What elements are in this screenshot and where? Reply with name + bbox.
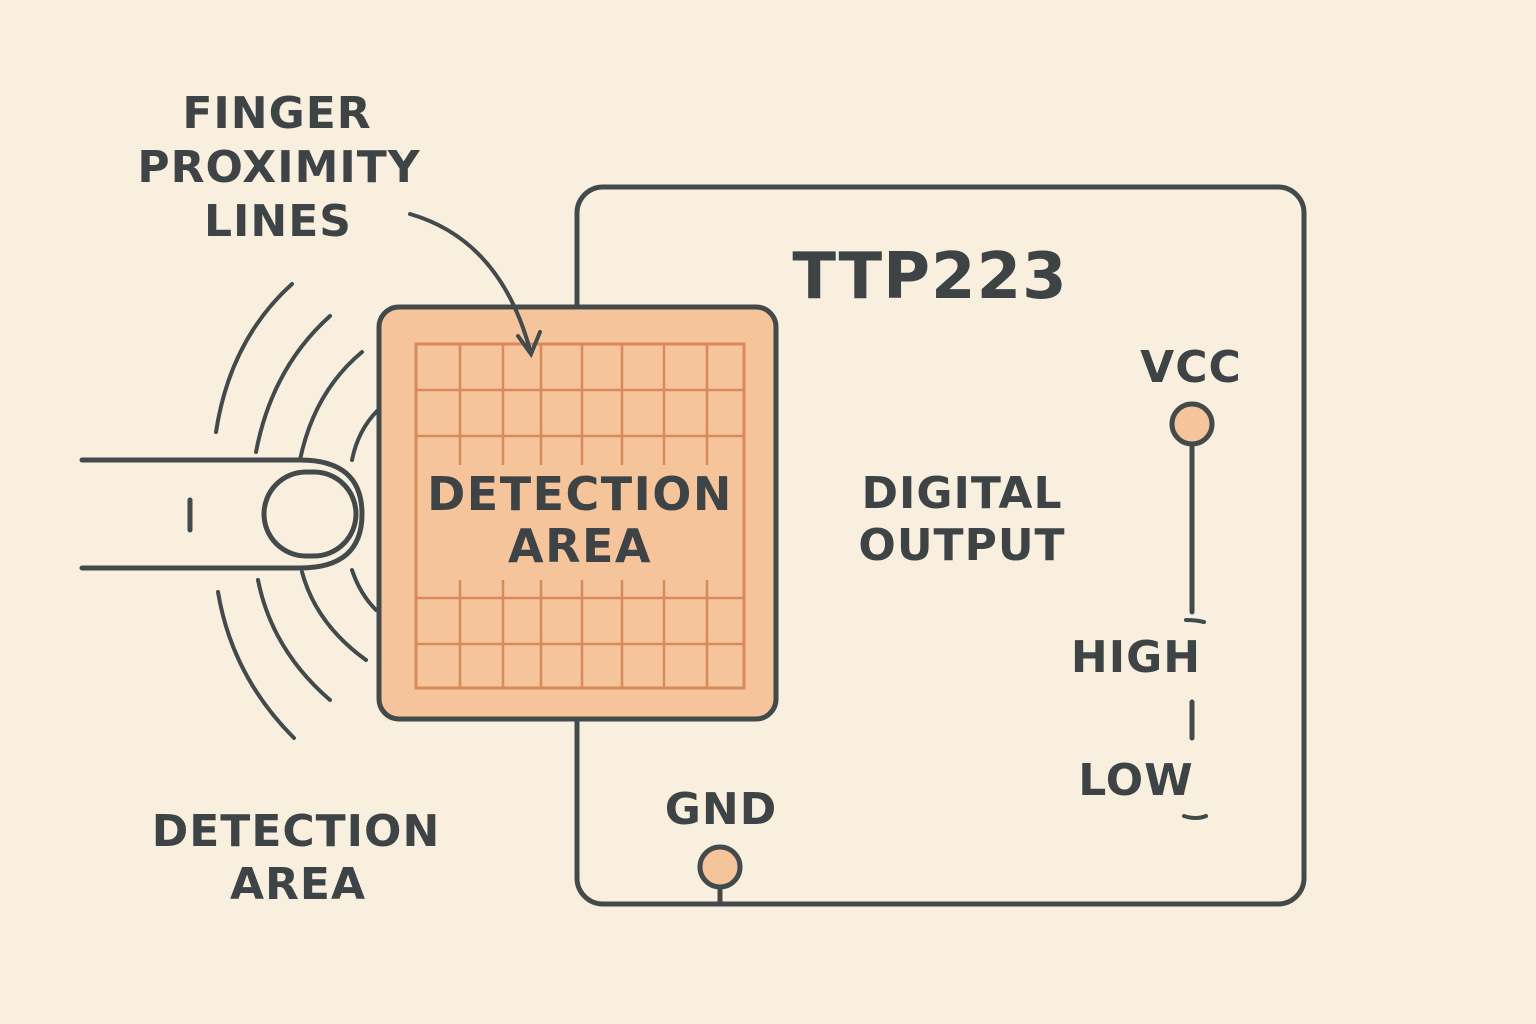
- finger-proximity-label-line-1: FINGER: [182, 88, 371, 139]
- digital-output-label-line-1: DIGITAL: [861, 468, 1062, 519]
- finger-proximity-label-line-2: PROXIMITY: [137, 142, 420, 193]
- finger-proximity-label-line-3: LINES: [204, 196, 352, 247]
- module-title: TTP223: [792, 240, 1067, 314]
- finger-icon: [79, 457, 365, 571]
- pad-grid-top: [416, 344, 744, 465]
- pointer-arrow-icon: [408, 212, 542, 359]
- pad-label-line-2: AREA: [508, 519, 652, 573]
- low-label: LOW: [1078, 755, 1193, 806]
- high-label: HIGH: [1071, 632, 1201, 683]
- gnd-pin: [697, 844, 743, 890]
- digital-output-label-line-2: OUTPUT: [858, 520, 1065, 571]
- vcc-label: VCC: [1140, 342, 1242, 393]
- pad-grid-bottom: [416, 580, 744, 688]
- proximity-lines-icon: [214, 282, 380, 740]
- detection-pad: DETECTION AREA: [376, 304, 779, 722]
- gnd-label: GND: [665, 784, 777, 835]
- output-level-bracket: [1182, 618, 1208, 820]
- vcc-pin: [1169, 401, 1215, 447]
- pad-label-line-1: DETECTION: [427, 467, 733, 521]
- detection-area-label-line-1: DETECTION: [152, 806, 441, 857]
- detection-area-label-line-2: AREA: [230, 859, 366, 910]
